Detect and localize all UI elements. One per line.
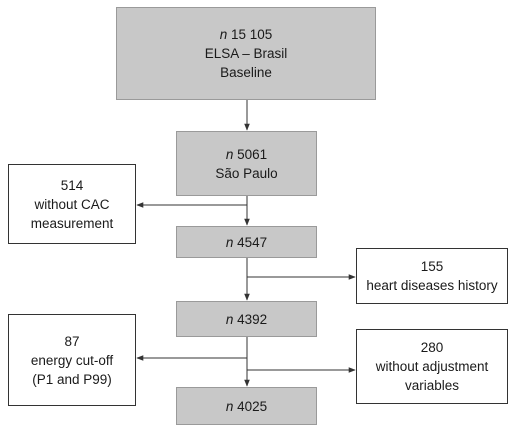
exclusion-reason: variables (404, 378, 460, 393)
exclusion-count: 514 (60, 177, 84, 193)
exclusion-box-87: 87 energy cut-off (P1 and P99) (8, 314, 136, 406)
exclusion-reason: without adjustment (375, 359, 489, 374)
box-count-line: n 15 105 (220, 25, 273, 44)
exclusion-reason: energy cut-off (30, 352, 114, 368)
phase-label: Baseline (220, 65, 272, 80)
count-value: 15 105 (230, 27, 273, 42)
box-n-4392: n 4392 (176, 301, 317, 337)
exclusion-reason: without CAC (34, 196, 110, 212)
box-count-line: n 4547 (226, 233, 267, 252)
count-value: 4025 (237, 398, 268, 414)
exclusion-box-514: 514 without CAC measurement (8, 164, 136, 244)
box-elsa-baseline: n 15 105 ELSA – Brasil Baseline (116, 7, 376, 100)
exclusion-count: 87 (64, 333, 80, 349)
site-label: São Paulo (215, 165, 278, 181)
n-label: n (225, 234, 234, 250)
box-count-line: n 4392 (226, 310, 267, 329)
count-value: 4392 (237, 311, 268, 327)
n-label: n (225, 398, 234, 414)
box-n-4025: n 4025 (176, 387, 317, 425)
count-value: 4547 (237, 234, 268, 250)
count-value: 5061 (237, 146, 268, 162)
box-n-4547: n 4547 (176, 226, 317, 258)
cohort-name: ELSA – Brasil (204, 46, 288, 61)
n-label: n (225, 146, 234, 162)
box-count-line: n 5061 (226, 145, 267, 164)
exclusion-reason: heart diseases history (366, 278, 498, 293)
box-sao-paulo: n 5061 São Paulo (176, 131, 317, 196)
n-label: n (219, 27, 228, 42)
exclusion-box-155: 155 heart diseases history (356, 248, 508, 304)
exclusion-reason: measurement (30, 215, 114, 231)
exclusion-box-280: 280 without adjustment variables (356, 329, 508, 404)
exclusion-count: 155 (420, 259, 444, 274)
exclusion-reason: (P1 and P99) (32, 371, 112, 387)
n-label: n (225, 311, 234, 327)
box-count-line: n 4025 (226, 397, 267, 416)
exclusion-count: 280 (420, 340, 444, 355)
